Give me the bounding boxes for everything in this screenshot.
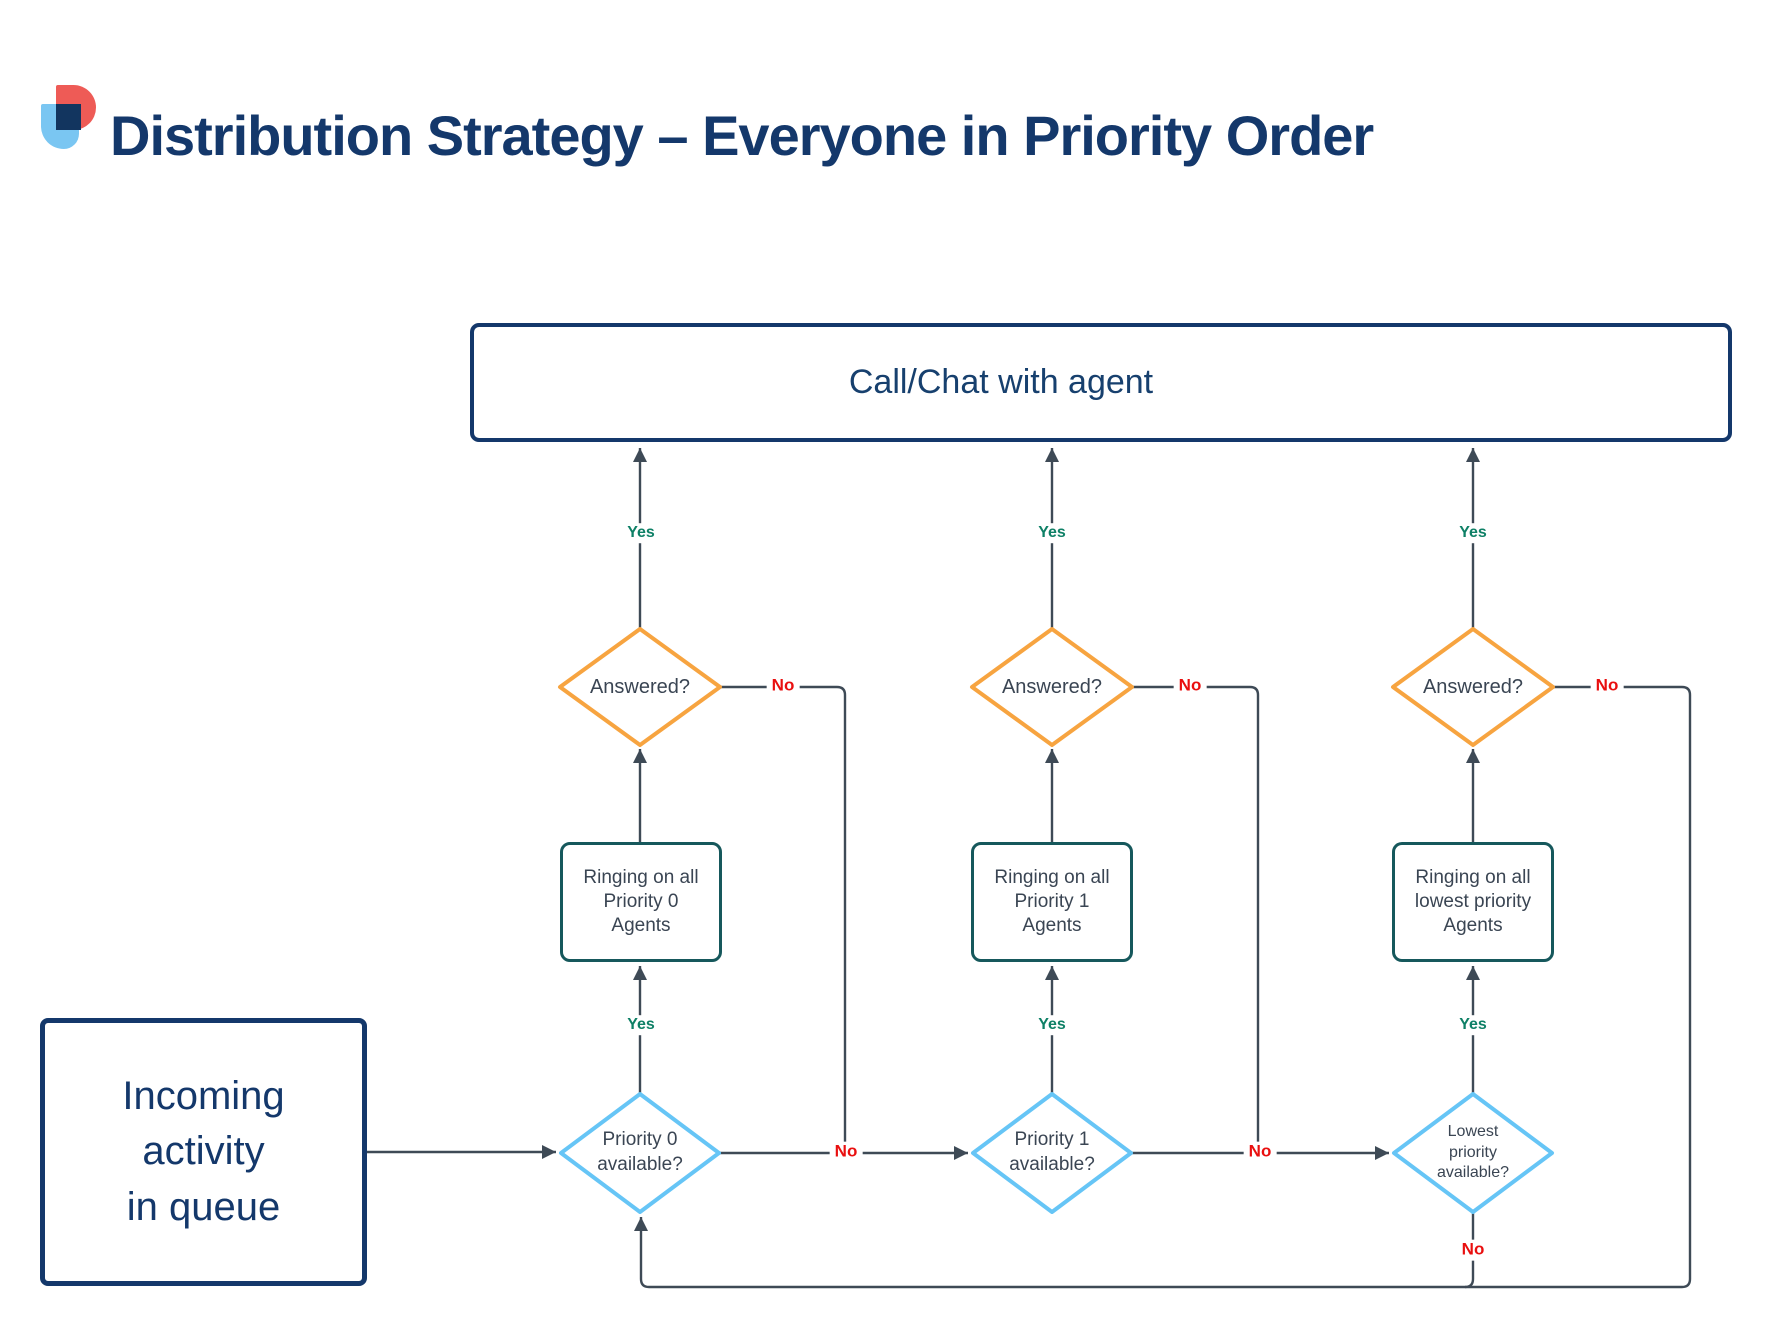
- available0-label: Priority 0 available?: [597, 1129, 683, 1175]
- yes-label-available2: Yes: [1454, 1015, 1492, 1035]
- logo-navy-square: [56, 104, 81, 130]
- yes-label-answered0: Yes: [622, 523, 660, 543]
- available1-diamond: [971, 1092, 1133, 1214]
- edge-available2-no-down: [1464, 1212, 1475, 1289]
- edge-answered2-no-loop-back: [634, 685, 1692, 1289]
- no-label-answered0: No: [766, 675, 800, 697]
- answered2-label: Answered?: [1422, 675, 1524, 698]
- page-title: Distribution Strategy – Everyone in Prio…: [110, 104, 1374, 167]
- answered2-diamond: [1391, 627, 1555, 747]
- ringing-lowest-priority-node: Ringing on all lowest priority Agents: [1392, 842, 1554, 962]
- yes-label-available1: Yes: [1033, 1015, 1071, 1035]
- yes-label-answered1: Yes: [1033, 523, 1071, 543]
- ringing-priority1-node: Ringing on all Priority 1 Agents: [971, 842, 1133, 962]
- no-label-available1: No: [1243, 1141, 1277, 1163]
- brand-logo-icon: [41, 85, 97, 153]
- answered1-label: Answered?: [1001, 675, 1103, 698]
- edge-answered0-no-drop: [720, 685, 847, 1152]
- available1-label: Priority 1 available?: [1009, 1129, 1095, 1175]
- no-label-answered2: No: [1590, 675, 1624, 697]
- yes-label-answered2: Yes: [1454, 523, 1492, 543]
- answered1-diamond: [970, 627, 1134, 747]
- edge-answered1-no-drop: [1132, 685, 1260, 1152]
- answered0-diamond: [558, 627, 722, 747]
- no-label-available2: No: [1456, 1239, 1490, 1261]
- yes-label-available0: Yes: [622, 1015, 660, 1035]
- answered0-label: Answered?: [589, 675, 691, 698]
- incoming-activity-node: Incoming activity in queue: [40, 1018, 367, 1286]
- no-label-answered1: No: [1173, 675, 1207, 697]
- ringing-priority0-node: Ringing on all Priority 0 Agents: [560, 842, 722, 962]
- available2-label: Lowest priority available?: [1436, 1123, 1510, 1182]
- available0-diamond: [559, 1092, 721, 1214]
- call-chat-with-agent-node: Call/Chat with agent: [470, 323, 1732, 442]
- available2-diamond: [1392, 1092, 1554, 1214]
- no-label-available0: No: [829, 1141, 863, 1163]
